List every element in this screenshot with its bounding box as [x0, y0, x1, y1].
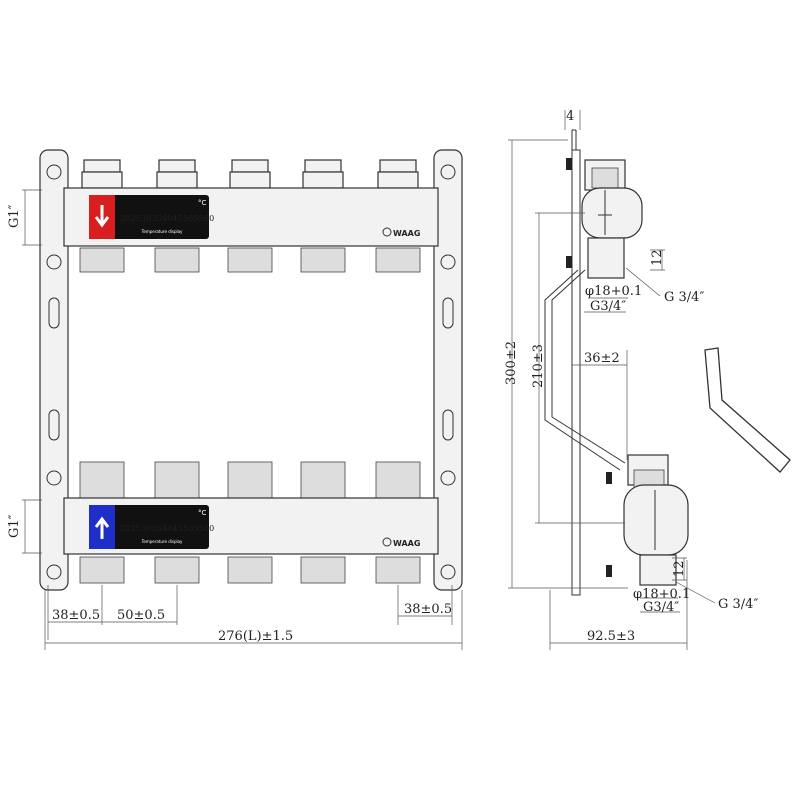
- scale-value: 35: [152, 524, 162, 533]
- svg-text:50±0.5: 50±0.5: [117, 608, 165, 623]
- scale-value: 30: [141, 214, 151, 223]
- scale-value: 45: [173, 524, 183, 533]
- bracket-side: [571, 149, 581, 596]
- scale-value: 40: [162, 214, 172, 223]
- manifold-side-view: 4 300±2 210±3 36±2 92.5±3 12 φ18+0.1 G3/…: [504, 109, 791, 650]
- unit-label: °C: [198, 509, 207, 517]
- scale-value: 30: [141, 524, 151, 533]
- connecting-pipe: [544, 269, 621, 471]
- scale-value: 55: [194, 524, 204, 533]
- svg-text:G 3/4″: G 3/4″: [664, 290, 704, 305]
- display-caption: Temperature display: [141, 229, 183, 234]
- scale-value: 35: [152, 214, 162, 223]
- scale-value: 60: [204, 214, 214, 223]
- outlet-port: [300, 159, 346, 584]
- svg-text:210±3: 210±3: [531, 344, 546, 388]
- scale-value: 25: [131, 214, 141, 223]
- svg-text:38±0.5: 38±0.5: [52, 608, 100, 623]
- scale-value: 50: [183, 214, 193, 223]
- arrow-up-icon: [94, 516, 110, 539]
- svg-text:300±2: 300±2: [504, 341, 519, 385]
- arrow-down-icon: [94, 205, 110, 228]
- scale-value: 25: [131, 524, 141, 533]
- svg-text:92.5±3: 92.5±3: [587, 629, 635, 644]
- scale-value: 20: [120, 214, 130, 223]
- valve-body-bottom: [623, 454, 689, 586]
- svg-text:φ18+0.1: φ18+0.1: [585, 284, 642, 299]
- mounting-bracket-right: [433, 149, 463, 591]
- svg-text:4: 4: [566, 109, 574, 124]
- dimensions-front: G1″ G1″ 38±0.5 50±0.5 38±0.5 276(L)±1.5: [7, 189, 463, 650]
- scale-value: 45: [173, 214, 183, 223]
- svg-text:φ18+0.1: φ18+0.1: [633, 587, 690, 602]
- dimensions-side: 4 300±2 210±3 36±2 92.5±3 12 φ18+0.1 G3/…: [504, 109, 758, 650]
- scale-value: 50: [183, 524, 193, 533]
- svg-text:36±2: 36±2: [584, 351, 620, 366]
- valve-body-top: [581, 159, 643, 279]
- outlet-port: [79, 159, 125, 584]
- svg-text:WAAG: WAAG: [393, 539, 420, 548]
- unit-label: °C: [198, 199, 207, 207]
- svg-text:G1″: G1″: [7, 204, 22, 228]
- svg-text:WAAG: WAAG: [393, 229, 420, 238]
- svg-text:G 3/4″: G 3/4″: [718, 597, 758, 612]
- svg-text:12: 12: [650, 249, 665, 266]
- scale-value: 60: [204, 524, 214, 533]
- brand-logo: WAAG WAAG: [382, 227, 420, 548]
- scale-value: 40: [162, 524, 172, 533]
- svg-text:12: 12: [672, 560, 687, 577]
- svg-text:G3/4″: G3/4″: [590, 299, 626, 314]
- svg-text:G3/4″: G3/4″: [643, 600, 679, 615]
- outlet-port: [375, 159, 421, 584]
- svg-text:G1″: G1″: [7, 514, 22, 538]
- svg-text:276(L)±1.5: 276(L)±1.5: [218, 629, 293, 644]
- svg-text:38±0.5: 38±0.5: [404, 602, 452, 617]
- mounting-bracket-left: [39, 149, 69, 591]
- scale-value: 55: [194, 214, 204, 223]
- scale-value: 20: [120, 524, 130, 533]
- display-caption: Temperature display: [141, 539, 183, 544]
- hex-key-illustration: [704, 347, 791, 473]
